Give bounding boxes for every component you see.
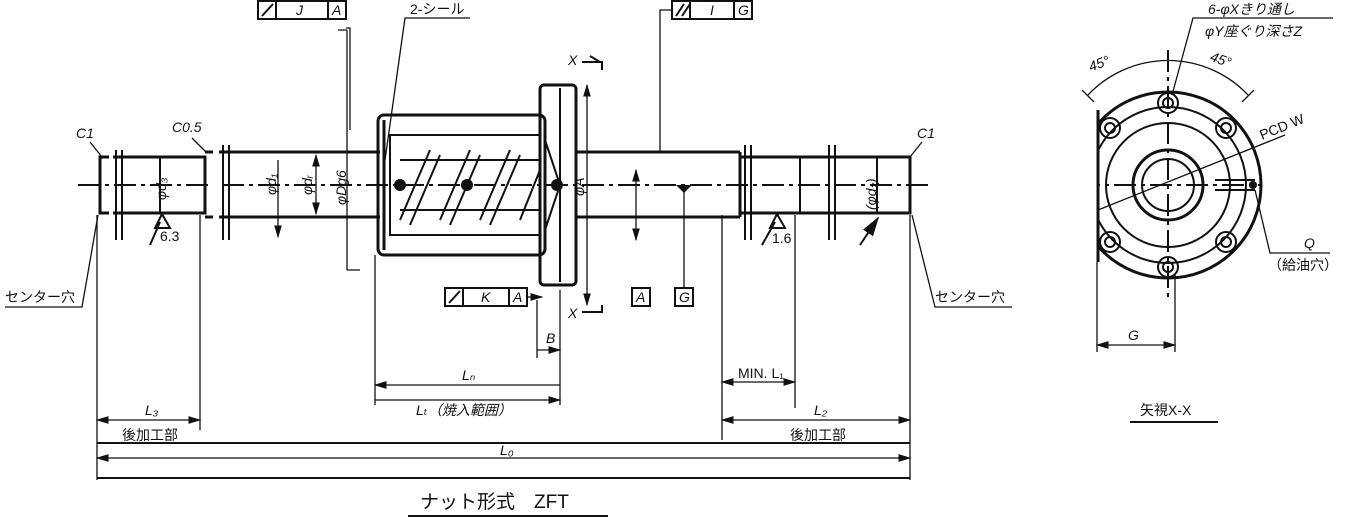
datum-A: A [635,289,645,305]
dia-d3: φd₃ [153,177,169,200]
svg-text:L₀: L₀ [500,442,514,458]
dimensions: B Lₙ Lₜ（焼入範囲） MIN. L₁ L₃ 後加工部 L₂ 後加工部 L₀ [95,215,912,480]
diameter-labels: φd₃ φd₁ φdᵣ φDg6 φA (φd₂) [153,29,879,307]
svg-text:J: J [295,2,304,18]
roughness-symbol-left [149,211,172,246]
break-marks [115,145,836,240]
svg-text:I: I [710,2,714,18]
svg-text:K: K [481,289,491,305]
roughness-right: 1.6 [772,230,792,246]
svg-text:Lₙ: Lₙ [462,367,476,383]
center-hole-right: センター穴 [935,289,1005,305]
dia-A: φA [571,178,587,196]
svg-text:G: G [738,2,749,18]
roughness-symbol-right [761,211,787,246]
dim-G: G [1128,327,1139,343]
bolt-holes [1099,92,1237,278]
dia-d2: (φd₂) [863,178,879,210]
end-view [1070,50,1330,352]
screw-shaft [98,140,912,240]
dia-d1: φd₁ [263,173,279,195]
tolerance-frame-K: K A [444,287,544,307]
section-marker-top: X [567,52,578,68]
hole-note-2: φY座ぐり深さZ [1205,23,1302,39]
oil-hole-symbol: Q [1304,235,1315,251]
view-label: 矢視X-X [1140,402,1192,418]
svg-text:MIN. L₁: MIN. L₁ [738,365,784,381]
roughness-left: 6.3 [160,228,180,244]
ball-nut [376,83,578,287]
chamfer-left: C1 [76,125,94,141]
svg-text:後加工部: 後加工部 [122,427,178,443]
section-marker-bottom: X [567,305,578,321]
pcd-label: PCD W [1257,110,1307,143]
svg-text:A: A [512,289,522,305]
angle-right: 45° [1208,48,1234,70]
seal-label: 2-シール [410,1,464,17]
tolerance-frame-I: I G [659,0,753,152]
chamfer-right: C1 [917,125,935,141]
nut-type-title: ナット形式 ZFT [420,491,569,513]
svg-text:後加工部: 後加工部 [790,427,846,443]
center-hole-left: センター穴 [5,289,75,305]
svg-text:L₂: L₂ [814,402,828,418]
hole-note-1: 6-φXきり通し [1208,1,1295,17]
angle-left: 45° [1086,52,1112,74]
dia-Dg6: φDg6 [333,170,349,205]
svg-text:B: B [546,330,555,346]
svg-text:A: A [331,2,341,18]
chamfer-step: C0.5 [172,119,202,135]
datum-A-box [631,287,651,307]
datum-G: G [679,289,690,305]
oil-hole-label: （給油穴） [1268,257,1338,273]
tolerance-frame-J: J A [257,0,351,130]
svg-text:L₃: L₃ [145,402,159,418]
svg-text:Lₜ（焼入範囲）: Lₜ（焼入範囲） [416,402,512,418]
dia-dr: φdᵣ [299,174,315,195]
